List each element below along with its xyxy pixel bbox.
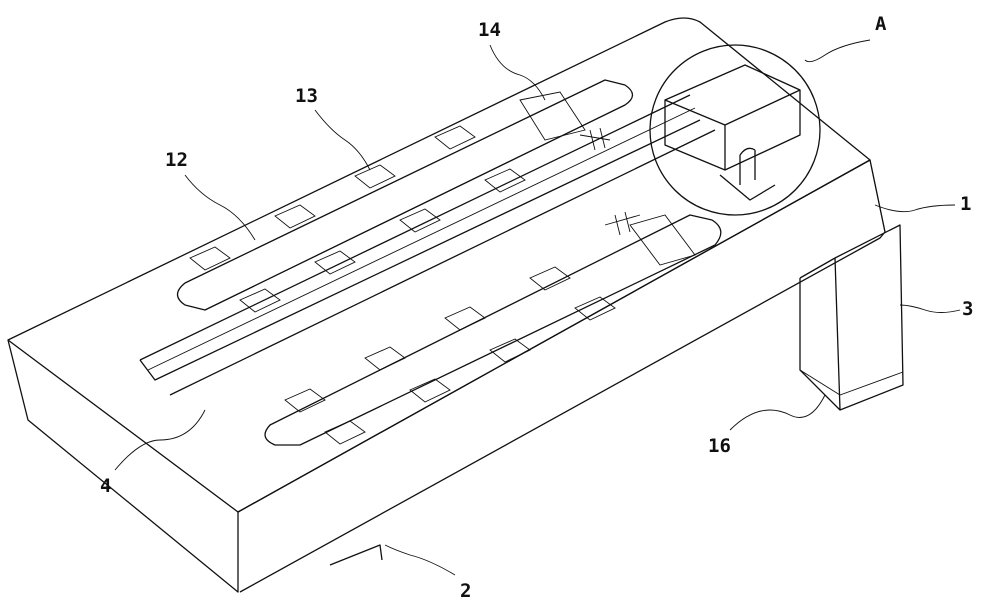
label-16: 16 (708, 435, 731, 457)
label-12: 12 (165, 149, 188, 171)
mover-lower (604, 211, 696, 266)
leg-3 (799, 224, 904, 411)
motor-box (664, 64, 801, 171)
leg-2 (329, 544, 383, 566)
leader-lines (114, 39, 961, 576)
label-4: 4 (100, 475, 111, 497)
plate-front-face (237, 159, 886, 593)
label-a: A (875, 13, 887, 35)
plate-left-face (7, 339, 239, 593)
label-14: 14 (478, 19, 501, 41)
label-13: 13 (295, 85, 318, 107)
pin (719, 147, 776, 201)
label-2: 2 (460, 580, 471, 602)
lower-slot (264, 214, 722, 446)
upper-slot (176, 79, 634, 311)
central-rail (139, 94, 716, 396)
mover-upper (519, 91, 611, 151)
label-3: 3 (962, 298, 973, 320)
label-1: 1 (960, 193, 971, 215)
detail-circle-a (649, 44, 821, 216)
clamp-pads (189, 125, 616, 445)
plate-top-face (7, 17, 871, 513)
